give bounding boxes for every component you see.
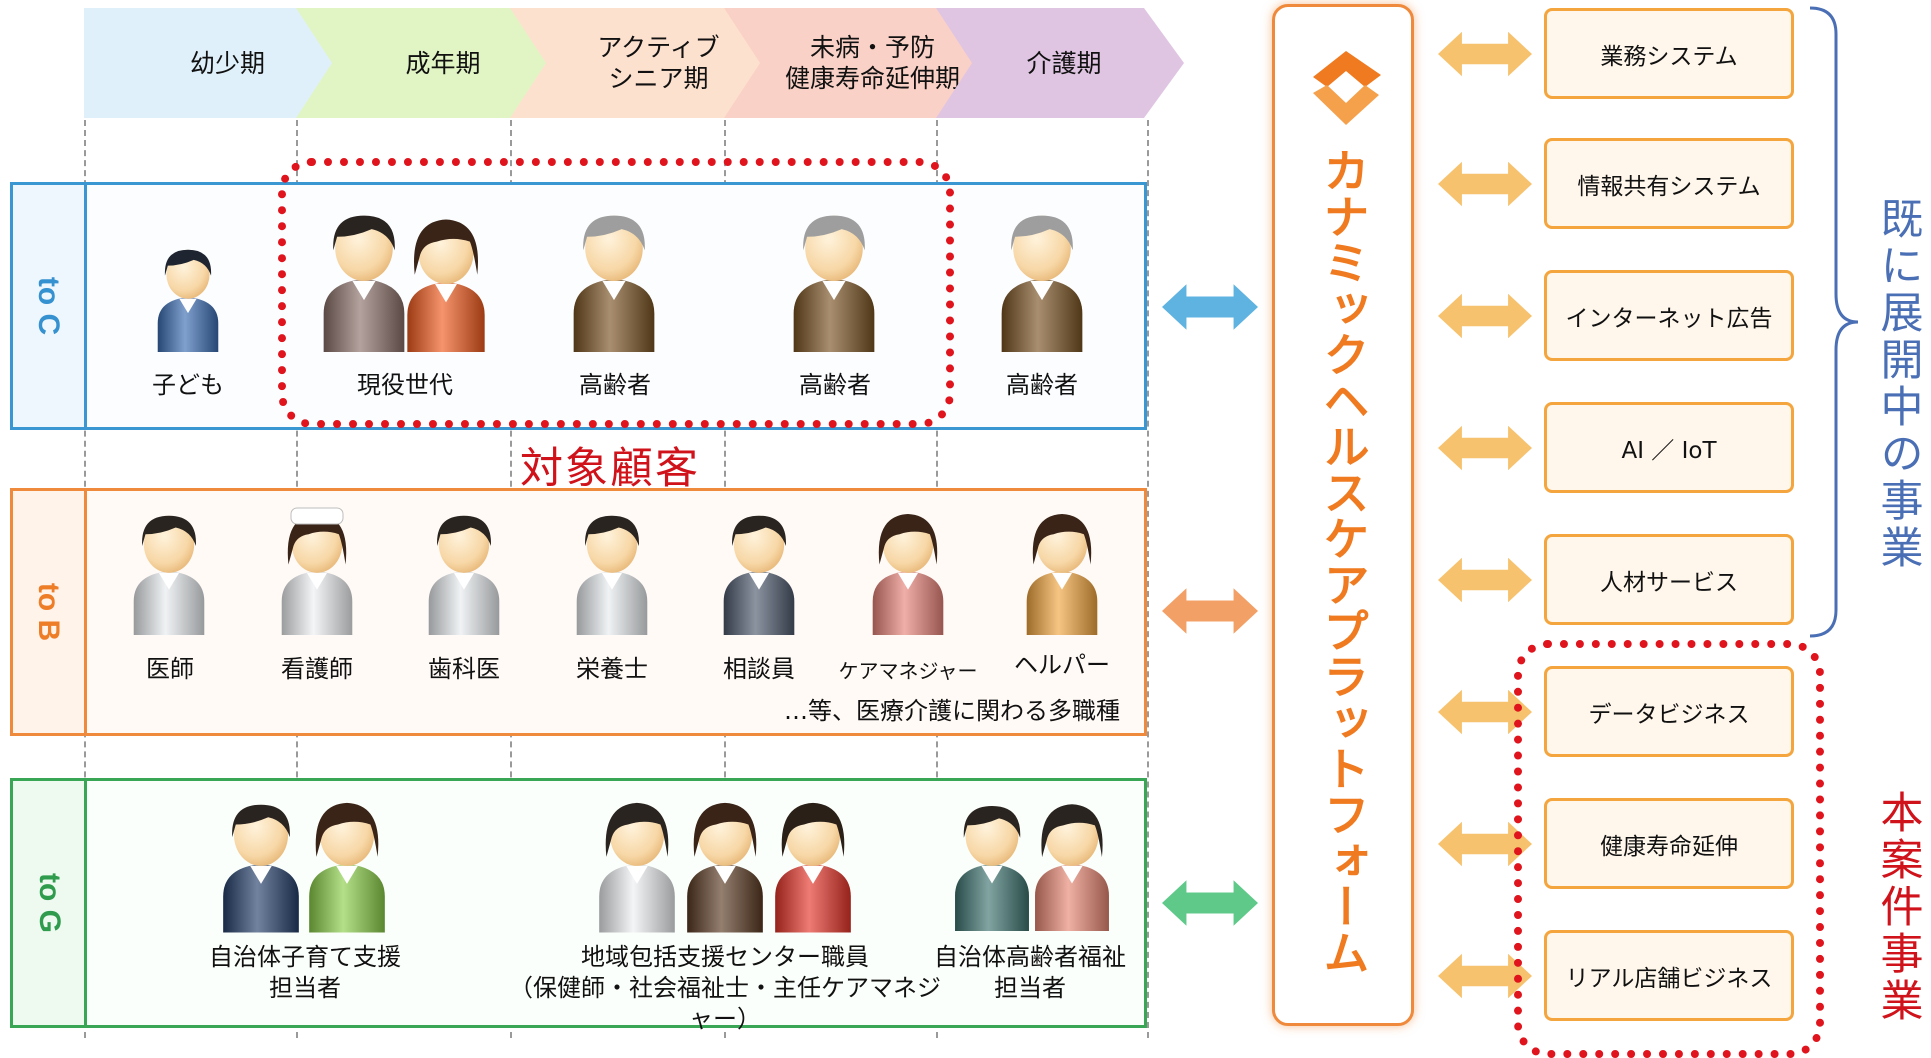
social-worker-icon (687, 802, 763, 933)
official-male-icon (223, 804, 299, 933)
group-label: 自治体子育て支援 担当者 (209, 943, 401, 1002)
business-data: データビジネス (1544, 666, 1794, 757)
person-label: 高齢者 (799, 371, 871, 399)
person-label: 歯科医 (428, 655, 500, 683)
row-label-to-b: to B (13, 491, 87, 733)
project-business-label: 本案件事業 (1873, 790, 1923, 1025)
care-manager-icon (872, 514, 944, 635)
public-health-nurse-icon (599, 802, 675, 933)
group-label: 自治体高齢者福祉 担当者 (934, 943, 1126, 1002)
stage-divider (1147, 120, 1149, 1038)
stage-nursing-care: 介護期 (936, 8, 1184, 118)
target-customer-highlight (278, 158, 954, 428)
project-business-highlight (1514, 640, 1824, 1058)
row-label-to-g: to G (13, 781, 87, 1025)
double-arrow-icon (1438, 293, 1532, 339)
healthcare-platform: カナミックヘルスケアプラットフォーム (1272, 4, 1414, 1026)
target-customer-label: 対象顧客 (520, 444, 700, 494)
double-arrow-icon (1438, 425, 1532, 471)
person-label: 相談員 (723, 655, 795, 683)
business-ai-iot: AI ／ IoT (1544, 402, 1794, 493)
double-arrow-icon (1438, 31, 1532, 77)
nurse-icon (281, 507, 353, 635)
person-label: 看護師 (281, 655, 353, 683)
double-arrow-icon (1162, 284, 1258, 330)
group-label: 地域包括支援センター職員 （保健師・社会福祉士・主任ケアマネジャー） (509, 943, 941, 1033)
person-label: 高齢者 (579, 371, 651, 399)
existing-business-label: 既に展開中の事業 (1873, 196, 1923, 572)
counselor-icon (723, 515, 795, 635)
row-label-to-c: to C (13, 185, 87, 427)
elderly-welfare-official-female-icon (1035, 804, 1109, 931)
platform-name: カナミックヘルスケアプラットフォーム (1316, 147, 1371, 975)
multi-profession-note: …等、医療介護に関わる多職種 (784, 697, 1120, 725)
person-label: 医師 (146, 655, 194, 683)
person-label: 高齢者 (1006, 371, 1078, 399)
dietitian-icon (576, 515, 648, 635)
kanamic-logo-icon (1313, 51, 1381, 125)
business-healthy-life-extension: 健康寿命延伸 (1544, 798, 1794, 889)
double-arrow-icon (1438, 557, 1532, 603)
official-female-icon (309, 802, 385, 933)
existing-business-brace (1809, 6, 1859, 638)
business-retail-store: リアル店舗ビジネス (1544, 930, 1794, 1021)
business-hr-services: 人材サービス (1544, 534, 1794, 625)
person-label: 子ども (152, 371, 224, 399)
person-label: ケアマネジャー (838, 659, 978, 683)
person-label: 現役世代 (357, 371, 453, 399)
double-arrow-icon (1162, 880, 1258, 926)
helper-icon (1026, 514, 1098, 635)
chief-care-manager-icon (775, 802, 851, 933)
doctor-icon (133, 515, 205, 635)
double-arrow-icon (1438, 161, 1532, 207)
dentist-icon (428, 515, 500, 635)
person-label: ヘルパー (1014, 651, 1110, 679)
elderly-icon (1001, 215, 1083, 352)
business-operations-system: 業務システム (1544, 8, 1794, 99)
person-label: 栄養士 (576, 655, 648, 683)
business-internet-advertising: インターネット広告 (1544, 270, 1794, 361)
elderly-welfare-official-male-icon (955, 806, 1029, 931)
child-icon (157, 249, 219, 352)
business-info-sharing-system: 情報共有システム (1544, 138, 1794, 229)
double-arrow-icon (1162, 588, 1258, 634)
